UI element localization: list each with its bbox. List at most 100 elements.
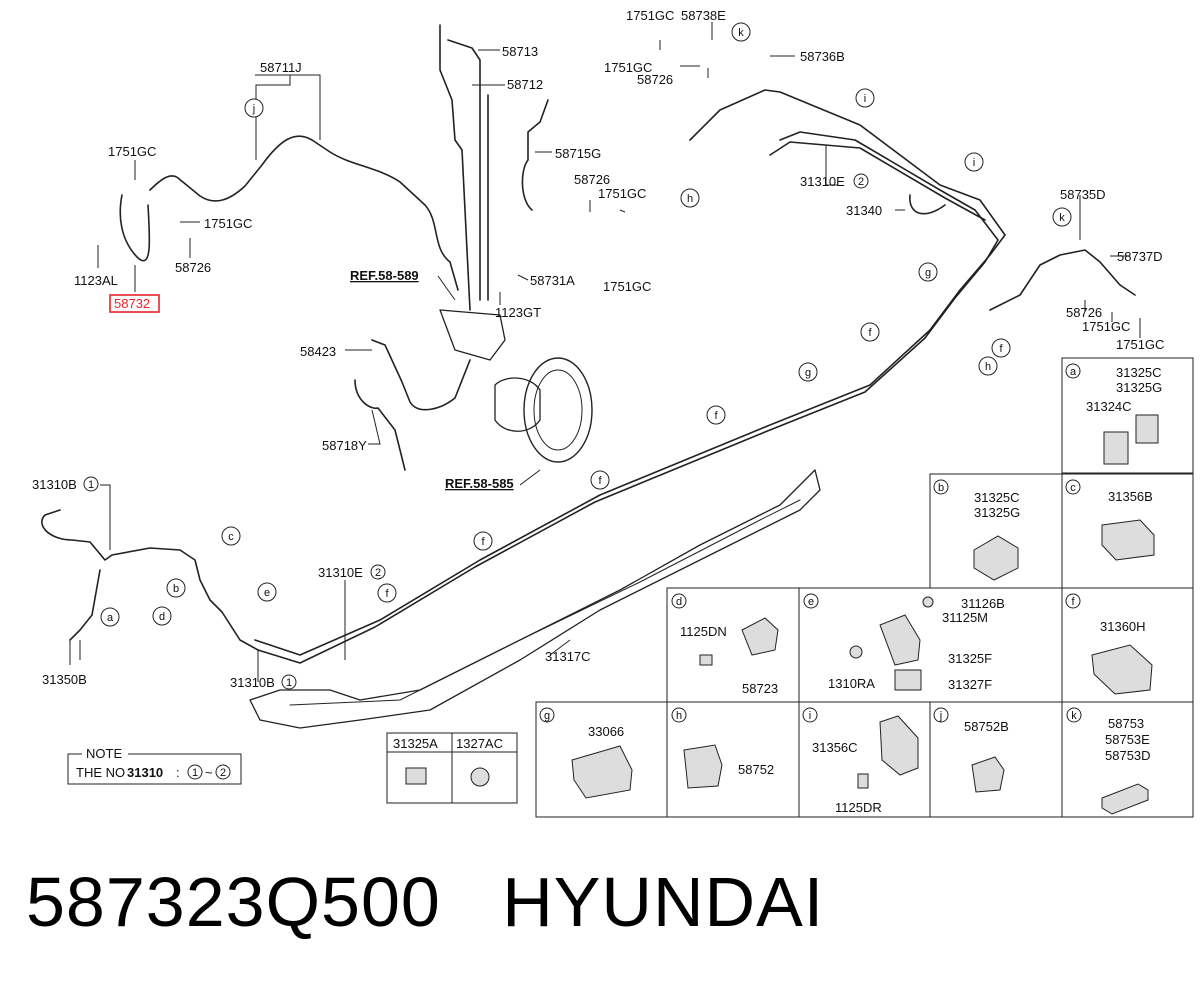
svg-text:k: k: [738, 27, 744, 39]
brake-pipes: [41, 24, 1136, 729]
clip-31327F-icon: [894, 669, 922, 691]
note-title: NOTE: [86, 746, 122, 761]
bracket-31125M-icon: [879, 614, 921, 666]
part-1751GC-h: 1751GC: [1116, 337, 1164, 352]
svg-text:31324C: 31324C: [1086, 399, 1132, 414]
detail-cells: a 31325C 31325G 31324C b 31325C 31325G c…: [539, 363, 1162, 815]
callout-f-5: f: [473, 531, 493, 551]
svg-text:c: c: [228, 531, 234, 543]
part-58712: 58712: [507, 77, 543, 92]
part-58731A: 58731A: [530, 273, 575, 288]
svg-text:58752B: 58752B: [964, 719, 1009, 734]
callout-f-1: f: [991, 338, 1011, 358]
callout-h-1: h: [680, 188, 700, 208]
part-labels: 58711J 58713 58712 58715G 1751GC 1751GC …: [32, 8, 1164, 690]
part-58718Y: 58718Y: [322, 438, 367, 453]
detail-j: j 58752B: [933, 707, 1009, 793]
circled-1-bot: 1: [281, 674, 297, 690]
part-31317C: 31317C: [545, 649, 591, 664]
detail-f: f 31360H: [1065, 593, 1153, 695]
svg-text:31360H: 31360H: [1100, 619, 1146, 634]
callout-g-1: g: [918, 262, 938, 282]
callout-f-4: f: [590, 470, 610, 490]
svg-text:e: e: [808, 596, 814, 608]
clip-58752-icon: [683, 744, 723, 789]
svg-text:31125M: 31125M: [942, 610, 988, 625]
svg-text:58752: 58752: [738, 762, 774, 777]
part-1751GC-b: 1751GC: [204, 216, 252, 231]
svg-text:d: d: [159, 611, 165, 623]
part-1751GC-c: 1751GC: [598, 186, 646, 201]
detail-e: e 31126B 31125M 31325F 1310RA 31327F: [803, 593, 1005, 692]
callout-k-1: k: [731, 22, 751, 42]
part-58726-d: 58726: [1066, 305, 1102, 320]
svg-text:b: b: [938, 482, 944, 494]
svg-text:a: a: [107, 612, 114, 624]
svg-text:e: e: [264, 587, 270, 599]
note-circle-1: 1: [187, 764, 203, 780]
svg-text:f: f: [385, 588, 389, 600]
part-58737D: 58737D: [1117, 249, 1163, 264]
note-tilde: ~: [205, 765, 213, 780]
svg-text:31325C: 31325C: [974, 490, 1020, 505]
note-prefix: THE NO: [76, 765, 125, 780]
svg-text:1125DR: 1125DR: [835, 800, 882, 815]
part-1751GC-f: 1751GC: [604, 60, 652, 75]
svg-text:2: 2: [375, 567, 381, 579]
callout-h-2: h: [978, 356, 998, 376]
part-1123AL: 1123AL: [74, 273, 118, 288]
detail-d: d 1125DN 58723: [671, 593, 779, 696]
part-58715G: 58715G: [555, 146, 601, 161]
svg-text:31325G: 31325G: [974, 505, 1020, 520]
part-58726-c: 58726: [637, 72, 673, 87]
nut-1327AC-icon: [470, 767, 490, 787]
callout-f-2: f: [860, 322, 880, 342]
part-58711J: 58711J: [260, 60, 302, 75]
detail-c: c 31356B: [1065, 479, 1155, 561]
part-1751GC-d: 1751GC: [603, 279, 651, 294]
callout-b-1: b: [166, 578, 186, 598]
svg-text:j: j: [939, 710, 942, 722]
svg-text:31325C: 31325C: [1116, 365, 1162, 380]
part-58726-b: 58726: [574, 172, 610, 187]
part-58736B: 58736B: [800, 49, 845, 64]
circled-2-top: 2: [853, 173, 869, 189]
callout-j-1: j: [244, 98, 264, 118]
detail-b: b 31325C 31325G: [933, 479, 1020, 581]
bolt-1125DN-icon: [699, 654, 713, 666]
note-number: 31310: [127, 765, 163, 780]
svg-text:31325G: 31325G: [1116, 380, 1162, 395]
clip-33066-icon: [571, 745, 633, 799]
footer-part-code: 587323Q500: [26, 863, 441, 941]
svg-text:j: j: [252, 103, 255, 115]
detail-i: i 31356C 1125DR: [802, 707, 919, 815]
leader-lines: [69, 22, 1141, 682]
svg-text:c: c: [1070, 482, 1076, 494]
part-31310B-top: 31310B: [32, 477, 77, 492]
part-58726-a: 58726: [175, 260, 211, 275]
part-1751GC-a: 1751GC: [108, 144, 156, 159]
svg-text:31356B: 31356B: [1108, 489, 1153, 504]
clip-31356C-icon: [879, 715, 919, 776]
detail-grid: [535, 357, 1194, 818]
svg-text:1: 1: [88, 479, 94, 491]
svg-text:1: 1: [286, 677, 292, 689]
part-1123GT: 1123GT: [495, 305, 541, 320]
svg-text:f: f: [481, 536, 485, 548]
svg-text:h: h: [687, 193, 693, 205]
detail-a: a 31325C 31325G 31324C: [1065, 363, 1162, 465]
callout-d-1: d: [152, 606, 172, 626]
svg-text:58723: 58723: [742, 681, 778, 696]
bolt-31126B-icon: [922, 596, 934, 608]
part-31310B-bot: 31310B: [230, 675, 275, 690]
callout-f-6: f: [377, 583, 397, 603]
svg-text:k: k: [1071, 710, 1077, 722]
svg-text:i: i: [973, 157, 975, 169]
svg-text:g: g: [805, 367, 811, 379]
svg-text:2: 2: [858, 176, 864, 188]
svg-text:1: 1: [192, 767, 198, 779]
callout-e-1: e: [257, 582, 277, 602]
svg-text:58753: 58753: [1108, 716, 1144, 731]
svg-text:h: h: [676, 710, 682, 722]
svg-text:31325F: 31325F: [948, 651, 992, 666]
